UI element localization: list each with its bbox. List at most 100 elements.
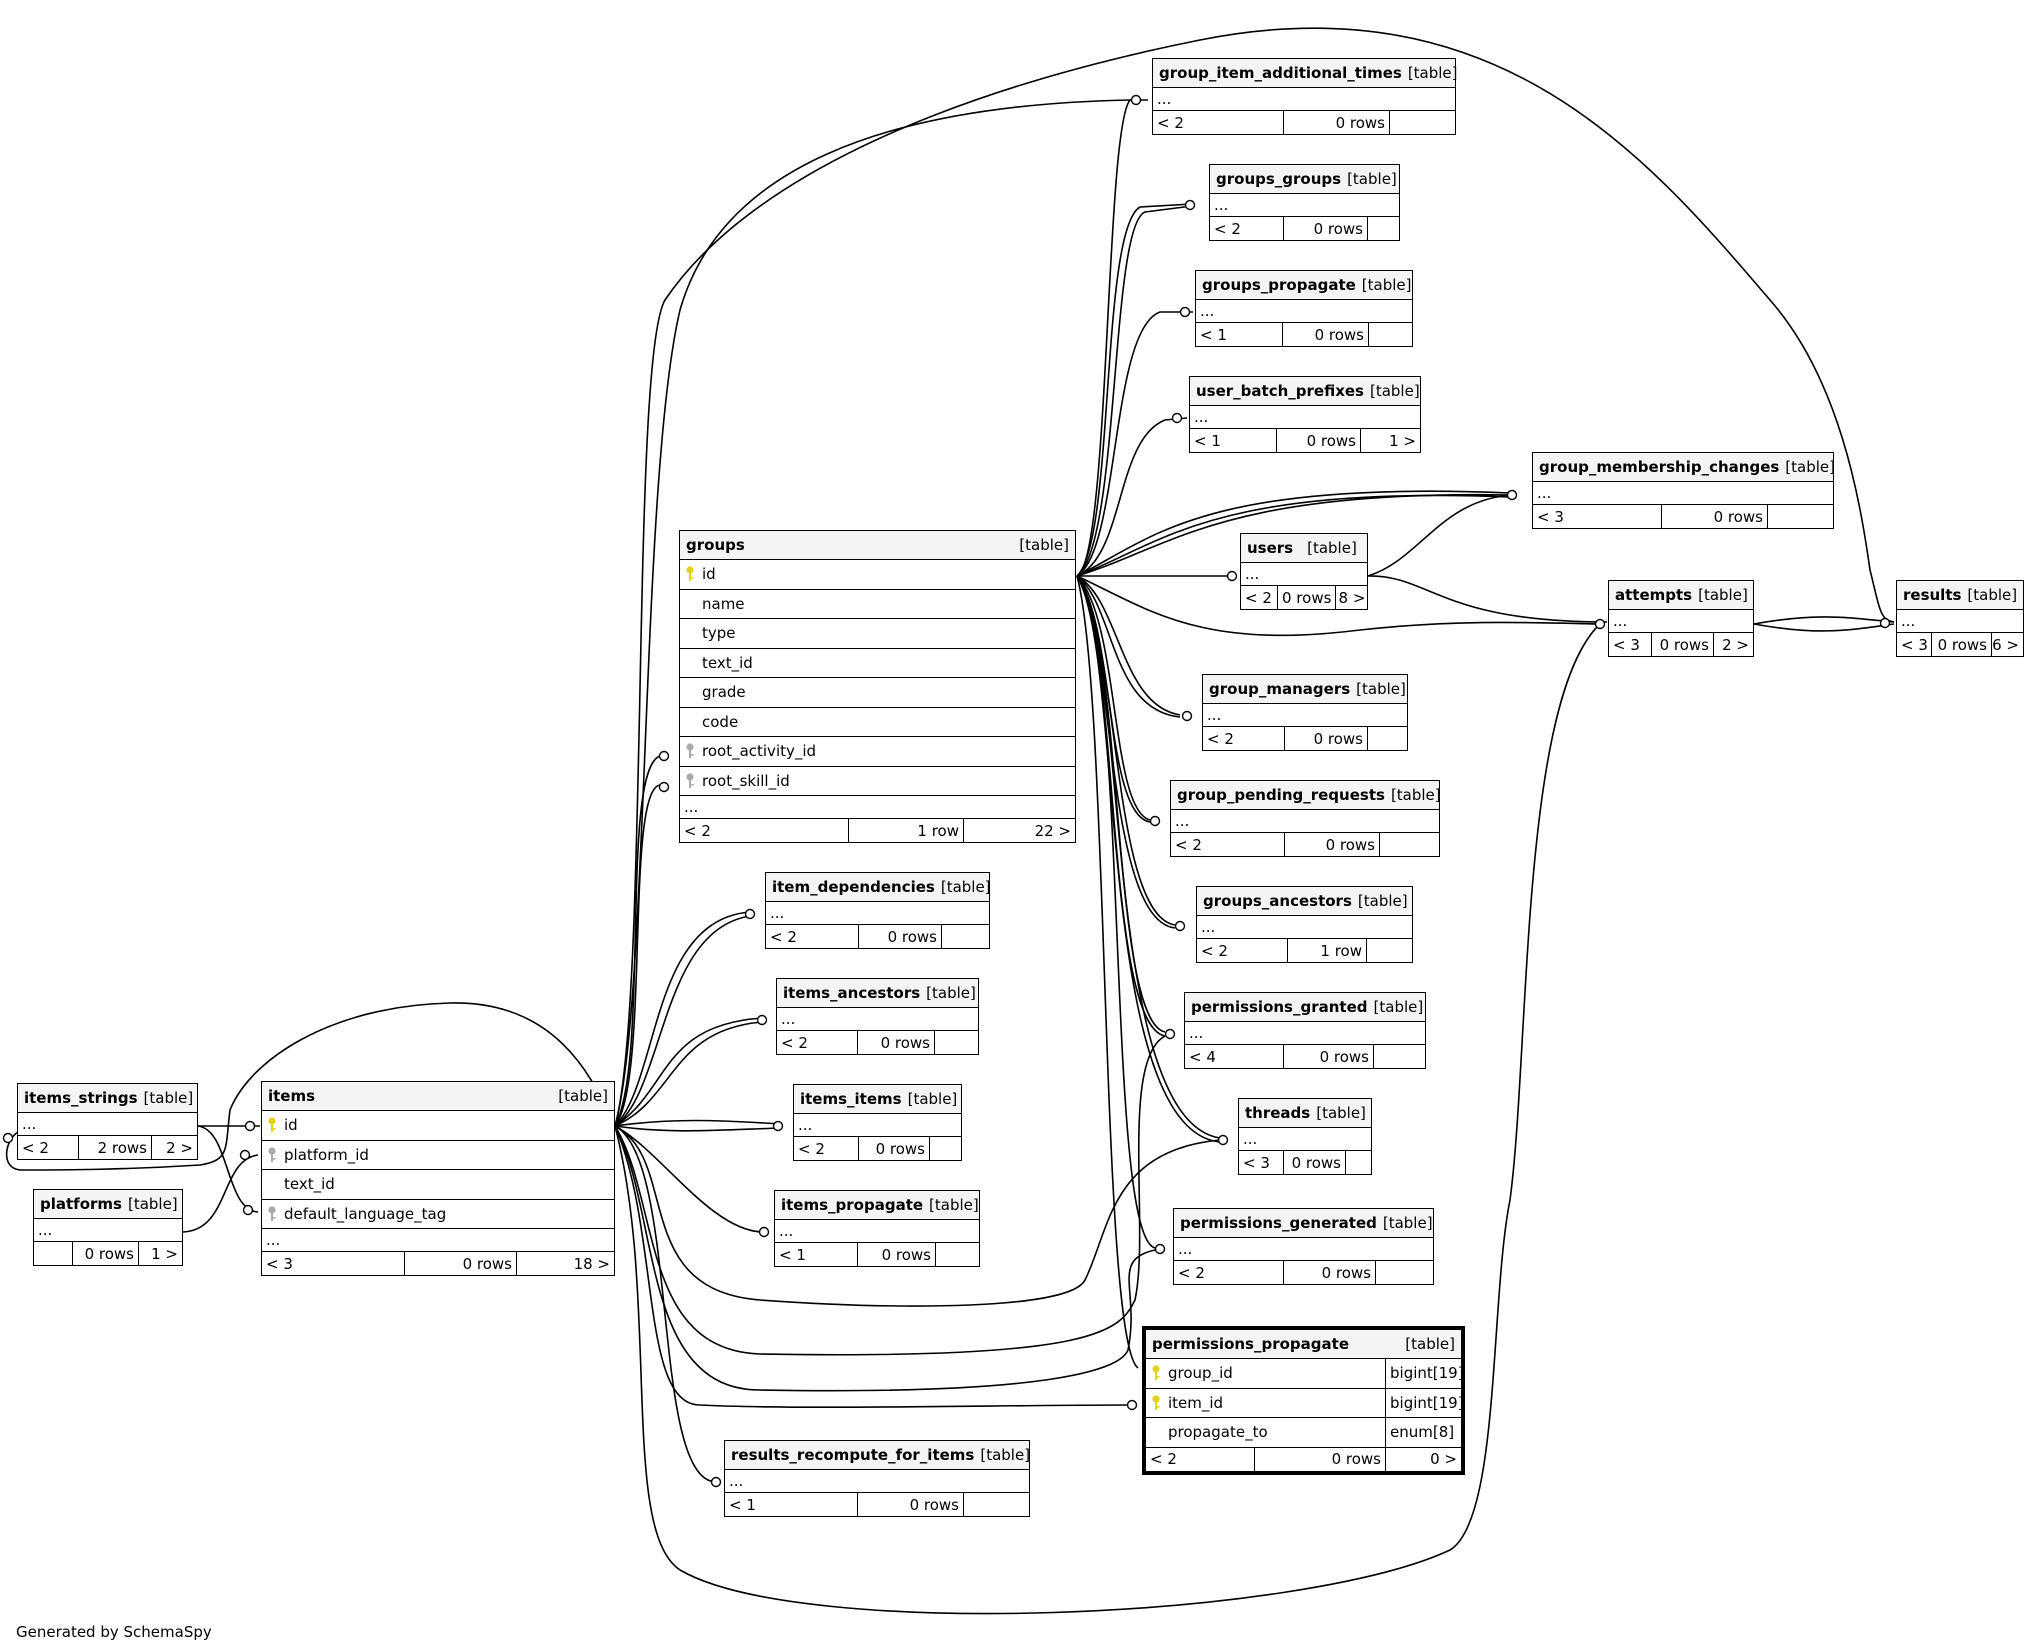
edge-users-gmc (1367, 494, 1513, 577)
table-groups_ancestors[interactable]: groups_ancestors[table] ... < 2 1 row (1196, 886, 1413, 963)
edge-groups-gmc-1 (1076, 490, 1511, 577)
table-items_strings[interactable]: items_strings[table] ... < 2 2 rows 2 > (17, 1083, 198, 1160)
row-count: 0 rows (1283, 1261, 1375, 1284)
edge-items-attempts (614, 623, 1601, 1615)
edge-groups-permissions_generated (1076, 575, 1156, 1249)
column-row[interactable]: grade (680, 678, 1075, 708)
table-items_propagate[interactable]: items_propagate[table] ... < 1 0 rows (774, 1190, 980, 1267)
table-group_managers[interactable]: group_managers[table] ... < 2 0 rows (1202, 674, 1408, 751)
more-columns: ... (1185, 1022, 1425, 1045)
column-row[interactable]: code (680, 708, 1075, 737)
table-group_membership_changes[interactable]: group_membership_changes[table] ... < 3 … (1532, 452, 1835, 529)
column-row[interactable]: type (680, 619, 1075, 649)
table-users[interactable]: users[table] ... < 2 0 rows 8 > (1240, 533, 1368, 610)
table-groups_propagate[interactable]: groups_propagate[table] ... < 1 0 rows (1195, 270, 1413, 347)
more-columns: ... (725, 1470, 1029, 1493)
column-row[interactable]: text_id (262, 1170, 614, 1200)
parents-count: < 1 (779, 1245, 806, 1264)
table-threads[interactable]: threads[table] ... < 3 0 rows (1238, 1098, 1372, 1175)
table-group_pending_requests[interactable]: group_pending_requests[table] ... < 2 0 … (1170, 780, 1441, 857)
table-name: platforms (40, 1195, 122, 1213)
table-footer: 0 rows 1 > (34, 1242, 182, 1265)
table-items_items[interactable]: items_items[table] ... < 2 0 rows (793, 1084, 962, 1161)
table-name: user_batch_prefixes (1196, 382, 1364, 400)
column-name: root_skill_id (702, 771, 790, 790)
more-columns: ... (1190, 406, 1420, 429)
edge-items-items_strings (5, 1002, 616, 1171)
parents-count: < 1 (1200, 325, 1227, 344)
column-name: name (702, 594, 745, 613)
table-kind: [table] (1347, 170, 1397, 188)
table-results_recompute_for_items[interactable]: results_recompute_for_items[table] ... <… (724, 1440, 1030, 1517)
table-groups_groups[interactable]: groups_groups[table] ... < 2 0 rows (1209, 164, 1400, 241)
table-group_item_additional_times[interactable]: group_item_additional_times[table] ... <… (1152, 58, 1458, 135)
column-row[interactable]: root_skill_id (680, 767, 1075, 796)
column-row[interactable]: default_language_tag (262, 1200, 614, 1229)
table-footer: < 2 0 rows (1203, 727, 1407, 750)
parents-count: < 3 (1613, 635, 1640, 654)
edge-items_strings-items-lang (197, 1125, 259, 1213)
parents-count: < 2 (1150, 1450, 1177, 1468)
table-platforms[interactable]: platforms[table] ... 0 rows 1 > (33, 1189, 183, 1266)
parents-count: < 2 (22, 1138, 49, 1157)
table-name: groups_groups (1216, 170, 1342, 188)
table-footer: < 2 0 rows (777, 1031, 978, 1054)
column-name: grade (702, 683, 746, 702)
column-row[interactable]: text_id (680, 649, 1075, 678)
table-kind: [table] (1382, 1214, 1433, 1232)
primary-key-icon (1146, 1365, 1166, 1381)
column-row[interactable]: id (680, 560, 1075, 590)
column-type: bigint[19] (1385, 1359, 1464, 1388)
row-count: 0 rows (1284, 833, 1379, 856)
children-count (1373, 1045, 1425, 1068)
row-count: 0 rows (1283, 1151, 1345, 1174)
column-name: type (702, 624, 736, 643)
more-columns: ... (18, 1113, 197, 1136)
column-row[interactable]: name (680, 590, 1075, 619)
column-row[interactable]: root_activity_id (680, 737, 1075, 767)
more-columns: ... (1174, 1238, 1433, 1261)
parents-count: < 2 (1178, 1263, 1205, 1282)
table-groups[interactable]: groups[table] id name type text_id grade… (679, 530, 1076, 843)
table-attempts[interactable]: attempts[table] ... < 3 0 rows 2 > (1608, 580, 1754, 657)
table-items[interactable]: items[table] id platform_id text_id defa… (261, 1081, 615, 1276)
table-items_ancestors[interactable]: items_ancestors[table] ... < 2 0 rows (776, 978, 979, 1055)
edge-items-items_ancestors-1 (614, 1017, 763, 1127)
edge-groups-groups_groups-1 (1076, 203, 1193, 577)
table-item_dependencies[interactable]: item_dependencies[table] ... < 2 0 rows (765, 872, 991, 949)
table-kind: [table] (1357, 892, 1408, 910)
table-footer: < 3 0 rows 6 > (1897, 633, 2023, 656)
table-name: items_ancestors (783, 984, 921, 1002)
table-name: group_pending_requests (1177, 786, 1385, 804)
table-kind: [table] (980, 1446, 1031, 1464)
table-permissions_generated[interactable]: permissions_generated [table] ... < 2 0 r… (1173, 1208, 1434, 1285)
edge-items-permissions_generated (614, 1125, 1156, 1392)
table-footer: < 3 0 rows 2 > (1609, 633, 1753, 656)
edge-groups-permissions_propagate (1076, 575, 1139, 1369)
table-permissions_granted[interactable]: permissions_granted[table] ... < 4 0 row… (1184, 992, 1426, 1069)
table-user_batch_prefixes[interactable]: user_batch_prefixes[table] ... < 1 0 row… (1189, 376, 1421, 453)
parents-count: < 2 (1207, 729, 1234, 748)
table-results[interactable]: results[table] ... < 3 0 rows 6 > (1896, 580, 2024, 657)
table-name: users (1247, 539, 1294, 557)
children-count: 8 > (1335, 586, 1369, 609)
table-name: results_recompute_for_items (731, 1446, 975, 1464)
edge-items-results_recompute (614, 1125, 717, 1483)
parents-count: < 2 (1245, 588, 1272, 607)
column-row[interactable]: platform_id (262, 1141, 614, 1170)
table-name: item_dependencies (772, 878, 935, 896)
table-kind: [table] (929, 1196, 979, 1214)
table-kind: [table] (127, 1195, 178, 1213)
row-count: 0 rows (1277, 586, 1335, 609)
row-count: 0 rows (1651, 633, 1713, 656)
table-name: permissions_generated (1180, 1214, 1377, 1232)
edge-groups-threads-1 (1076, 575, 1221, 1139)
edge-groups-gmc-3 (1076, 493, 1511, 577)
more-columns: ... (794, 1114, 961, 1137)
column-row[interactable]: id (262, 1111, 614, 1141)
